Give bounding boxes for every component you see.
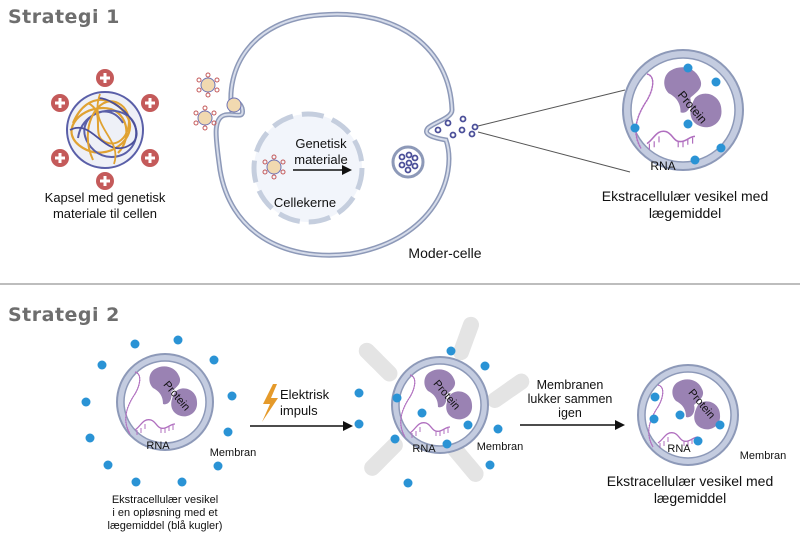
capsule-illustration [51,69,159,190]
step3-caption-line-1: Ekstracellulær vesikel med [606,473,774,489]
step1-vesicle [81,335,237,487]
section-divider [0,283,800,285]
step2-rna-label: RNA [412,443,436,455]
step3-caption: Ekstracellulær vesikel med lægemiddel [585,473,795,507]
mother-cell [193,11,631,258]
arrow2-label-line-3: igen [558,406,582,420]
drug-dots-inside [649,392,725,446]
drug-dots [630,63,726,165]
nucleus-arrow-label: Genetisk materiale [286,136,356,168]
multivesicular-body [391,145,425,179]
step3-rna-label: RNA [667,443,691,455]
membrane-closes-arrow [520,420,625,430]
nucleus-arrow-label-line-1: Genetisk [295,136,347,151]
step2-vesicle [354,316,530,488]
nucleus-label: Cellekerne [273,195,337,210]
strategy-1-heading: Strategi 1 [8,6,120,28]
vesicle-zoom-caption-line-1: Ekstracellulær vesikel med [601,188,769,204]
step1-membrane-label: Membran [209,447,257,459]
zoom-lines [477,89,631,173]
cell-label: Moder-celle [408,245,482,261]
strategy-2-heading: Strategi 2 [8,304,120,326]
capsules-entering [193,72,242,131]
arrow1-label-line-1: Elektrisk [280,387,330,402]
capsule-small-icon [262,154,286,180]
step3-vesicle [637,364,739,466]
step1-caption: Ekstracellulær vesikel i en opløsning me… [80,494,250,533]
capsule-label: Kapsel med genetisk materiale til cellen [20,190,190,222]
step1-rna-label: RNA [146,440,170,452]
positive-charge-icons [51,69,159,190]
nucleus-arrow-label-line-2: materiale [294,152,348,167]
rna-label: RNA [650,159,676,173]
arrow2-label-line-2: lukker sammen [527,392,613,406]
vesicle-zoom-caption-line-2: lægemiddel [648,205,722,221]
drug-dots [354,346,503,488]
step2-membrane-label: Membran [476,441,524,453]
arrow2-label-line-1: Membranen [536,378,604,392]
step1-caption-line-3: lægemiddel (blå kugler) [107,520,223,532]
capsule-label-line-2: materiale til cellen [52,206,158,221]
arrow1-label-line-2: impuls [280,403,318,418]
electric-impulse-arrow [250,384,353,431]
arrow2-label: Membranen lukker sammen igen [520,378,620,420]
nucleus [251,111,365,225]
genetic-material-arrow [293,165,352,175]
arrow1-label: Elektrisk impuls [280,387,340,419]
vesicle-zoom [622,49,744,171]
step1-caption-line-2: i en opløsning med et [112,507,218,519]
capsule-label-line-1: Kapsel med genetisk [44,190,166,205]
lightning-icon [262,384,278,422]
released-vesicles [434,115,479,139]
step3-caption-line-2: lægemiddel [653,490,727,506]
capsule-core [66,91,144,169]
step3-membrane-label: Membran [739,450,787,462]
vesicle-zoom-caption: Ekstracellulær vesikel med lægemiddel [575,188,795,222]
step1-caption-line-1: Ekstracellulær vesikel [111,494,219,506]
drug-dots-outside [81,335,237,487]
